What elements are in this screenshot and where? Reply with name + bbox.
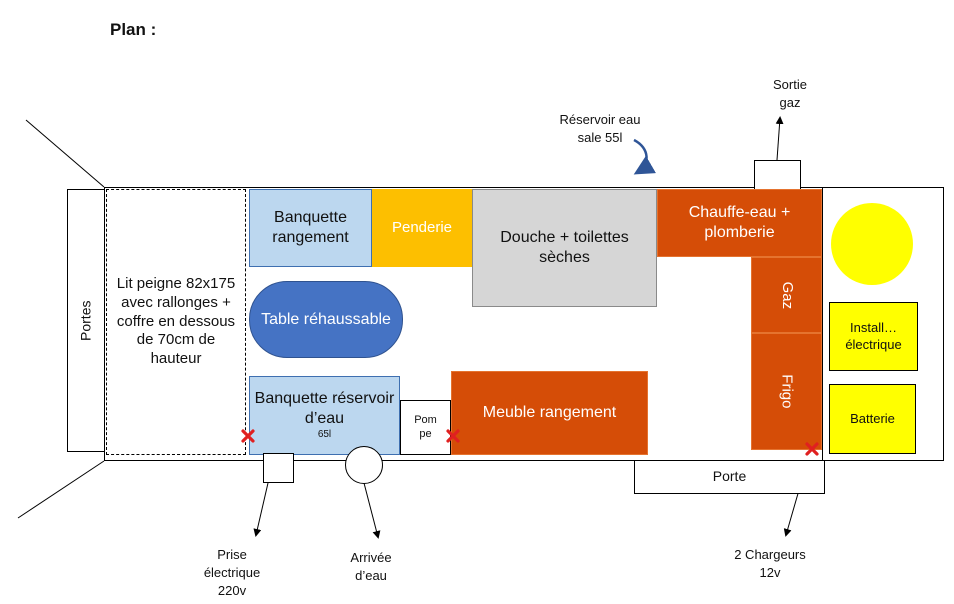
grey-water-line2: sale 55l [577,130,623,146]
bench-storage: Banquette rangement [249,189,372,267]
pump-label: Pom pe [414,413,437,440]
outlet-label: Prise électrique 220v [192,546,272,601]
fridge-label: Frigo [778,374,796,409]
bench-water-tank: Banquette réservoir d’eau 65l [249,376,400,455]
chargers-line2: 12v [759,565,781,581]
gas-label: Gaz [778,281,796,309]
side-door-label: Porte [712,468,747,485]
bed: Lit peigne 82x175 avec rallonges + coffr… [106,189,246,455]
bench-tank-volume: 65l [317,429,332,441]
side-door: Porte [634,460,825,494]
arrow-icon [775,116,784,161]
water-inlet-line1: Arrivée [350,550,392,565]
wardrobe-label: Penderie [391,218,453,236]
gas-outlet-label: Sortie gaz [760,76,820,112]
water-heater: Chauffe-eau + plomberie [657,189,822,257]
table-label: Table réhaussable [261,310,391,328]
grey-water-line1: Réservoir eau [559,112,641,127]
electrical-install: Install… électrique [829,302,918,371]
table: Table réhaussable [249,281,403,358]
pump: Pom pe [400,400,451,455]
x-marker-icon [241,429,255,443]
grey-water-tank-label: Réservoir eau sale 55l [548,111,652,147]
curved-arrow-icon [633,138,656,175]
storage-unit-label: Meuble rangement [482,404,617,421]
storage-unit: Meuble rangement [451,371,648,455]
chargers-line1: 2 Chargeurs [734,547,806,562]
doors-label: Portes [77,300,94,341]
shower-toilet: Douche + toilettes sèches [472,189,657,307]
fridge: Frigo [751,333,822,450]
doors: Portes [67,189,105,452]
outlet-line2: électrique [203,565,261,581]
arrow-icon [363,482,381,539]
yellow-circle [831,203,913,285]
outlet-line1: Prise [217,547,247,562]
chargers-label: 2 Chargeurs 12v [720,546,820,582]
shower-label: Douche + toilettes sèches [500,229,629,266]
door-diagonal-bottom [17,460,105,519]
electrical-label: Install… électrique [845,320,902,352]
outlet-box [263,453,294,483]
wardrobe: Penderie [372,189,472,267]
battery: Batterie [829,384,916,454]
door-diagonal-top [25,119,105,188]
water-inlet-line2: d’eau [355,568,387,584]
gas-outlet-line1: Sortie [773,77,807,92]
gas-outlet-line2: gaz [779,95,801,111]
gas-outlet-box [754,160,801,190]
x-marker-icon [446,429,460,443]
bench-storage-label: Banquette rangement [272,209,349,246]
rear-compartment [822,187,944,461]
gas: Gaz [751,257,822,333]
page-title: Plan : [110,20,157,39]
outlet-line3: 220v [217,583,247,599]
x-marker-icon [805,442,819,456]
bench-tank-label: Banquette réservoir d’eau [254,390,395,428]
water-inlet-circle [345,446,383,484]
arrow-icon [253,482,269,537]
water-heater-label: Chauffe-eau + plomberie [688,204,791,241]
battery-label: Batterie [850,410,895,426]
bed-label: Lit peigne 82x175 avec rallonges + coffr… [116,275,236,368]
water-inlet-label: Arrivée d’eau [336,549,406,585]
